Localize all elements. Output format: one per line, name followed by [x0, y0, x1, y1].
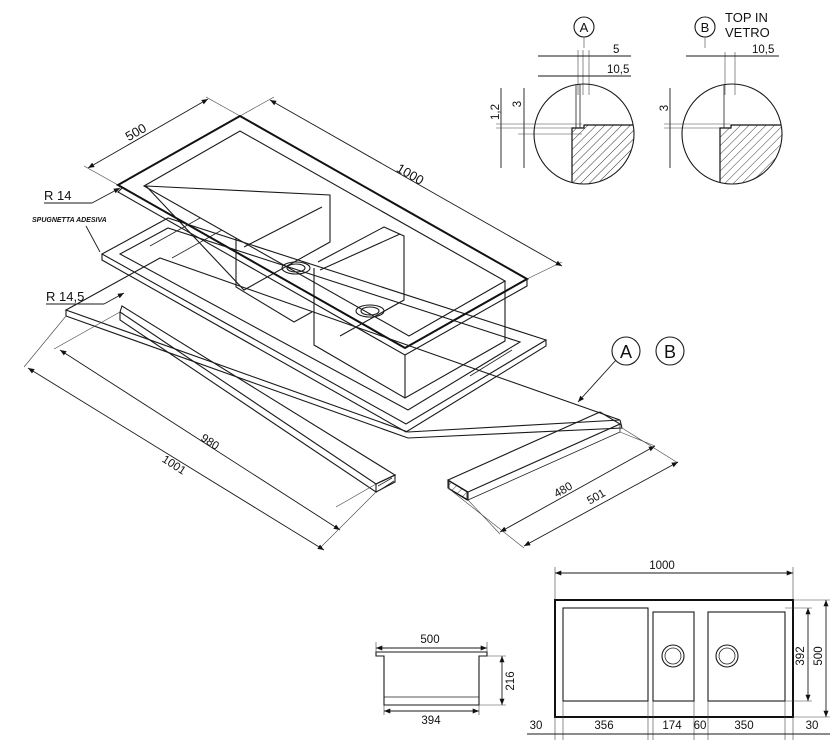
iso-dim-length: 1000	[394, 160, 427, 187]
detail-a-dim-10-5: 10,5	[607, 64, 629, 76]
plan-dim-392: 392	[795, 646, 807, 665]
section-dim-bottom: 394	[421, 715, 441, 727]
detail-a-dim-1-2: 1,2	[490, 104, 502, 120]
iso-callout-a: A	[620, 342, 632, 362]
adhesive-sponge-frame	[100, 217, 548, 425]
detail-a-dim-3: 3	[512, 101, 524, 107]
plan-dim-30-right: 30	[806, 720, 819, 732]
plan-dim-500: 500	[813, 646, 825, 665]
plan-dim-60: 60	[694, 720, 707, 732]
iso-callout-b: B	[664, 342, 676, 362]
iso-callout-a-circle	[611, 336, 641, 366]
iso-dim-width: 500	[123, 120, 149, 144]
plan-basin-right	[707, 611, 786, 702]
iso-dim-501: 501	[585, 487, 608, 507]
detail-b-dim-10-5: 10,5	[752, 44, 774, 56]
plan-dim-350: 350	[734, 720, 753, 732]
detail-b: B TOP IN VETRO 10,5 3	[659, 10, 783, 185]
section-dim-height: 216	[505, 671, 517, 690]
plan-drain-middle	[661, 644, 685, 668]
detail-a-letter: A	[580, 20, 589, 35]
detail-b-dim-3: 3	[659, 105, 671, 111]
plan-dim-356: 356	[594, 720, 613, 732]
plan-basin-middle	[652, 611, 695, 702]
detail-b-note-line1: TOP IN	[725, 10, 768, 25]
iso-dim-480: 480	[552, 480, 575, 500]
plan-basin-left	[562, 607, 649, 702]
detail-a-dim-5: 5	[613, 44, 619, 56]
iso-callout-b-circle	[655, 336, 685, 366]
iso-dim-980: 980	[198, 432, 221, 453]
plan-dim-174: 174	[662, 720, 682, 732]
detail-b-note-line2: VETRO	[725, 25, 770, 40]
iso-radius-bottom: R 14,5	[46, 289, 84, 304]
side-section: 500 216 394	[375, 634, 517, 727]
plan-outer-rim	[554, 599, 794, 718]
iso-adhesive-label: SPUGNETTA ADESIVA	[32, 217, 107, 224]
plan-dim-total: 1000	[649, 560, 675, 572]
detail-a: A 5 10,5 1,2 3	[490, 16, 635, 185]
plan-view: 1000 392 500 30 356 174 60 350 30	[527, 560, 830, 740]
plan-drain-right	[715, 644, 739, 668]
iso-radius-top: R 14	[44, 188, 71, 203]
plan-dim-30-left: 30	[530, 720, 543, 732]
detail-b-letter: B	[701, 20, 710, 35]
section-dim-top: 500	[420, 634, 439, 646]
